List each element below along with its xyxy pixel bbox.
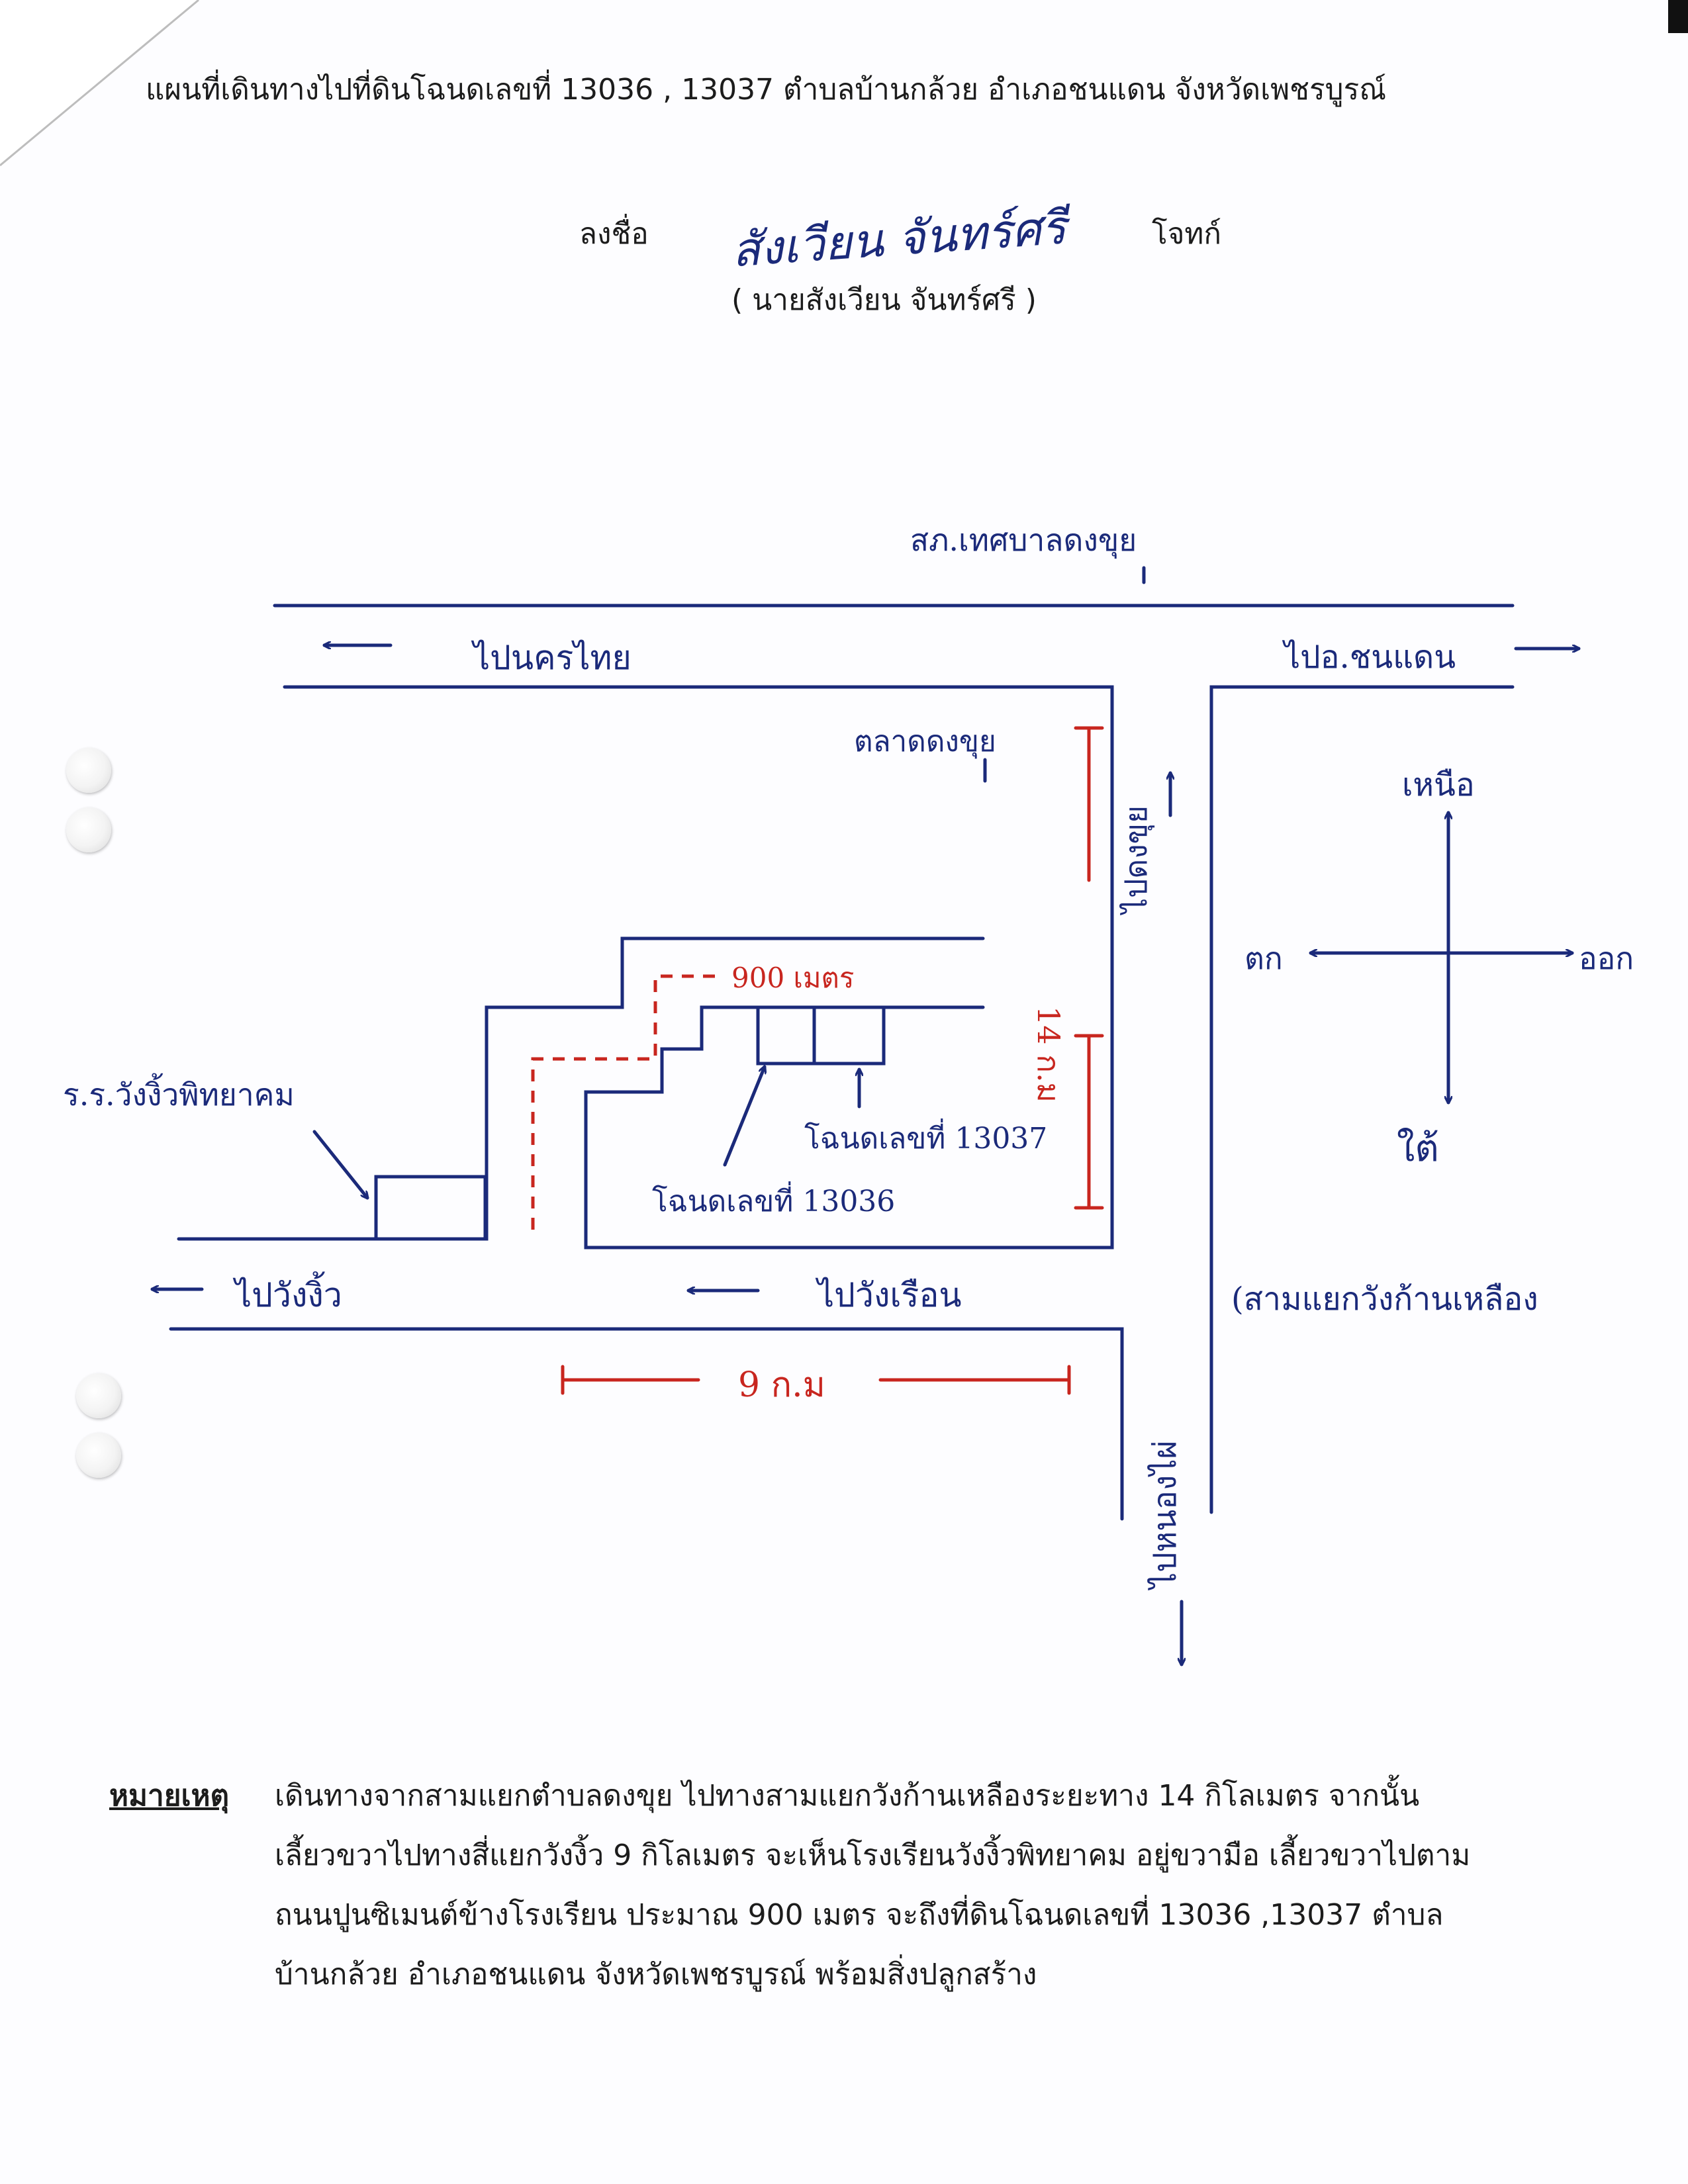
label-north: เหนือ xyxy=(1402,766,1475,803)
label-market: ตลาดดงขุย xyxy=(854,725,996,758)
label-to-nakhon-thai: ไปนครไทย xyxy=(473,639,632,677)
route-900m xyxy=(531,974,718,1230)
label-to-wang-rian: ไปวังเรือน xyxy=(818,1276,962,1314)
label-south: ใต้ xyxy=(1397,1127,1439,1170)
road-right-edge xyxy=(1209,685,1515,1514)
punch-hole xyxy=(66,807,111,852)
label-distance-14km: 14 ก.ม xyxy=(1031,1006,1066,1103)
remark-label: หมายเหตุ xyxy=(109,1779,230,1813)
signer-name: ( นายสังเวียน จันทร์ศรี ) xyxy=(731,283,1037,317)
signer-role: โจทก์ xyxy=(1152,217,1222,251)
label-west: ตก xyxy=(1244,940,1283,976)
label-to-dong-khui: ไปดงขุย xyxy=(1118,805,1154,913)
school-building xyxy=(374,1175,487,1241)
punch-hole xyxy=(76,1373,121,1418)
label-east: ออก xyxy=(1579,940,1634,976)
pointer-school xyxy=(312,1130,367,1198)
label-distance-9km: 9 ก.ม xyxy=(738,1365,825,1405)
label-deed-13037: โฉนดเลขที่ 13037 xyxy=(804,1122,1048,1156)
document-title: แผนที่เดินทางไปที่ดินโฉนดเลขที่ 13036 , … xyxy=(146,73,1387,107)
plot-13037 xyxy=(812,1005,886,1066)
pointer-13036 xyxy=(723,1067,765,1167)
road-top-lower xyxy=(283,685,1114,1250)
remark-line: เลี้ยวขวาไปทางสี่แยกวังงิ้ว 9 กิโลเมตร จ… xyxy=(275,1839,1471,1872)
remark-line: ถนนปูนซิเมนต์ข้างโรงเรียน ประมาณ 900 เมต… xyxy=(275,1898,1444,1932)
punch-hole xyxy=(66,748,111,793)
plot-13036 xyxy=(756,1005,816,1066)
label-deed-13036: โฉนดเลขที่ 13036 xyxy=(652,1185,896,1218)
signature-label: ลงชื่อ xyxy=(579,217,649,251)
label-to-nong-phai: ไปหนองไผ่ xyxy=(1147,1440,1184,1588)
label-police-station: สภ.เทศบาลดงขุย xyxy=(910,522,1137,558)
label-to-wang-ngio: ไปวังงิ้ว xyxy=(235,1276,342,1314)
label-school: ร.ร.วังงิ้วพิทยาคม xyxy=(63,1077,295,1113)
remark-line: เดินทางจากสามแยกตำบลดงขุย ไปทางสามแยกวัง… xyxy=(275,1779,1420,1813)
label-junction: (สามแยกวังก้านเหลือง xyxy=(1231,1281,1538,1318)
remark-line: บ้านกล้วย อำเภอชนแดน จังหวัดเพชรบูรณ์ พร… xyxy=(275,1958,1037,1991)
label-to-chon-daen: ไปอ.ชนแดน xyxy=(1284,639,1456,676)
punch-hole xyxy=(76,1433,121,1478)
road-bottom xyxy=(169,1327,1124,1521)
label-distance-900m: 900 เมตร xyxy=(731,962,855,994)
